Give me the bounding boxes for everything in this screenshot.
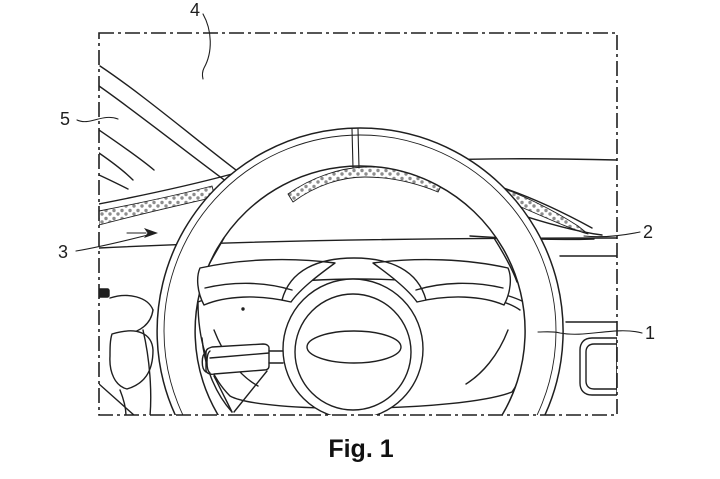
stalk-body [205,343,270,375]
ref-label-4: 4 [190,0,200,20]
spoke-left [196,258,336,306]
ref-label-3: 3 [58,242,68,262]
led-light-strip [99,166,589,235]
leader-lines [75,13,643,335]
ref-label-1: 1 [645,323,655,343]
door-panel-left [99,288,154,415]
shroud-crease [465,329,509,385]
shroud-crease [213,375,233,413]
door-armrest [109,330,154,390]
a-pillar-edge [99,85,239,191]
steering-wheel-rim [156,127,564,415]
steering-wheel-hub [196,257,512,415]
rim-ring [156,127,564,415]
stalk-flange [206,350,211,374]
a-pillar-line [99,174,129,190]
door-curve [109,294,154,311]
shroud-crease [233,370,268,413]
leader-line-5 [76,116,119,123]
phantom-border [98,32,618,416]
door-line [142,329,152,415]
a-pillar-line [99,129,155,171]
spoke-left-fold [204,282,293,291]
dashboard-right [559,255,617,396]
door-line [99,383,135,415]
leader-line-4 [201,13,211,80]
door-knob [99,288,110,298]
turn-signal-stalk [201,343,285,375]
rim-center-marker [357,128,360,169]
leader-line-1 [537,330,643,335]
direction-arrow-head [144,228,158,238]
side-vent-inner [585,343,617,390]
a-pillar-line [99,152,134,181]
door-line [119,389,127,415]
figure-caption: Fig. 1 [328,435,393,463]
cluster-side-right [493,237,518,283]
side-vent [579,337,617,396]
airbag-cover-dome [281,257,427,301]
ref-label-5: 5 [60,109,70,129]
stalk-lip [209,352,270,359]
stalk-flange [201,351,207,373]
cockpit-drawing [99,65,617,415]
spoke-right [372,258,512,306]
horn-pad-oval [306,330,402,364]
hub-inner-ring [294,293,412,411]
hub-outer-ring [282,278,424,415]
leader-line-2 [583,231,641,238]
cowl-edge-left [99,173,233,205]
ref-label-2: 2 [643,222,653,242]
speck [241,307,245,311]
rim-center-marker [351,128,354,169]
rim-contour [163,134,557,415]
leader-line-3 [75,234,149,252]
shroud-left-edge [201,337,233,413]
spoke-right-fold [415,282,504,291]
